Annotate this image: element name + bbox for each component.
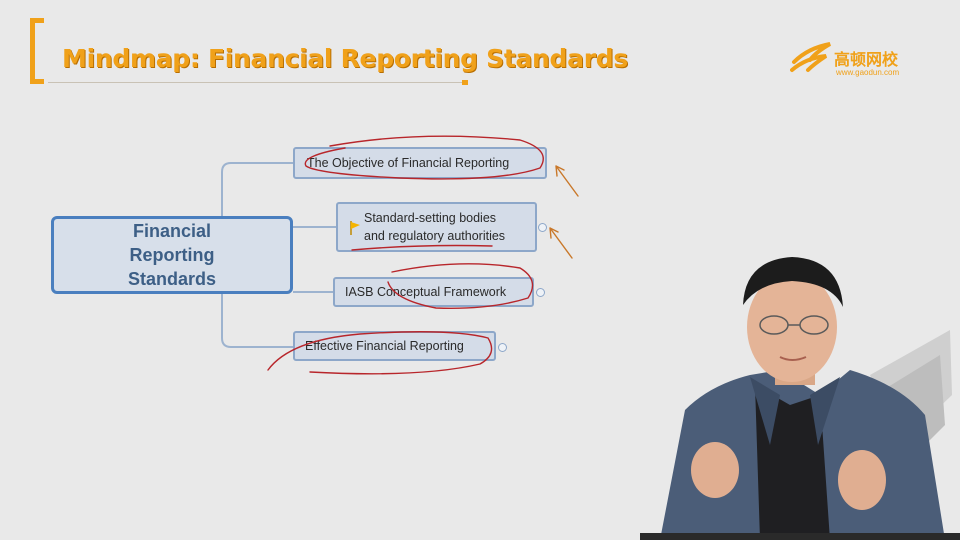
expand-toggle-icon[interactable] [538,223,547,232]
expand-toggle-icon[interactable] [498,343,507,352]
node-standard-setting-bodies[interactable]: Standard-setting bodies and regulatory a… [336,202,537,252]
node-label-line1: Standard-setting bodies [364,211,497,225]
title-bracket-decoration [30,18,44,84]
node-effective-financial-reporting[interactable]: Effective Financial Reporting [293,331,496,361]
title-underline [48,82,466,83]
node-label-line2: and regulatory authorities [364,229,506,243]
logo-text: 高顿网校 [834,50,899,69]
mindmap-root-node[interactable]: Financial Reporting Standards [51,216,293,294]
node-label: IASB Conceptual Framework [345,285,507,299]
brand-logo: 高顿网校 www.gaodun.com [790,38,920,82]
title-underline-dot [462,80,468,85]
node-label: The Objective of Financial Reporting [307,156,510,170]
slide-title: Mindmap: Financial Reporting Standards [62,44,628,73]
root-node-label: Financial Reporting Standards [127,221,217,289]
logo-url: www.gaodun.com [836,68,900,77]
presenter-video [640,257,960,540]
logo-swirl-icon [790,42,831,72]
node-objective-of-financial-reporting[interactable]: The Objective of Financial Reporting [293,147,547,179]
node-label: Effective Financial Reporting [305,339,464,353]
expand-toggle-icon[interactable] [536,288,545,297]
flag-icon [350,221,360,235]
node-iasb-conceptual-framework[interactable]: IASB Conceptual Framework [333,277,534,307]
